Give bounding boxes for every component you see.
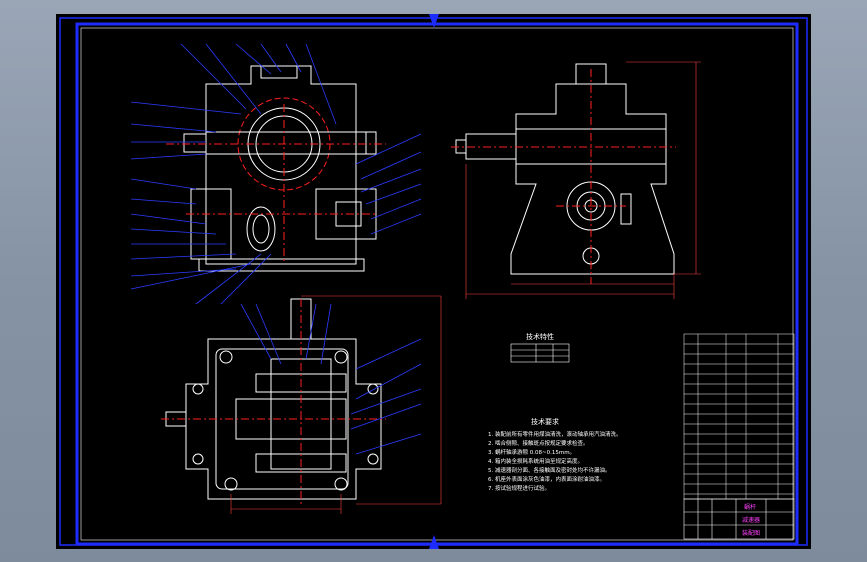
triangle-marker-icon [429, 535, 439, 549]
triangle-marker-icon [429, 14, 439, 28]
technical-requirement-line: 7. 按试验规程进行试验。 [488, 484, 550, 492]
technical-requirement-line: 4. 箱内装全损耗系统用油至规定高度。 [488, 457, 583, 465]
title-block: 蜗杆 减速器 装配图 [683, 498, 795, 540]
technical-requirement-line: 2. 啮合侧隙、接触斑点按规定要求检查。 [488, 439, 589, 447]
side-view-dimensions [465, 61, 701, 299]
front-view-leaders [130, 43, 422, 305]
side-view [451, 63, 676, 284]
technical-requirement-line: 3. 蜗杆轴承游隙 0.08~0.15mm。 [488, 448, 575, 456]
sheet-frame [59, 17, 808, 546]
inner-frame-line [80, 27, 794, 541]
title-block-row1: 蜗杆 [744, 503, 756, 511]
assembly-drawing: 技术特性 技术要求 1. 装配前所有零件用煤油清洗，滚动轴承用汽油清洗。 2. … [59, 14, 808, 549]
parts-list [683, 333, 795, 500]
technical-requirement-line: 6. 机座外表面涂灰色油漆，内表面涂耐油油漆。 [488, 475, 605, 483]
technical-requirement-line: 5. 减速器剖分面、各接触面及密封处均不许漏油。 [488, 466, 611, 474]
frame-markers [429, 14, 439, 549]
spec-table-title: 技术特性 [526, 332, 554, 341]
technical-requirement-line: 1. 装配前所有零件用煤油清洗，滚动轴承用汽油清洗。 [488, 430, 622, 438]
drawing-canvas[interactable]: 技术特性 技术要求 1. 装配前所有零件用煤油清洗，滚动轴承用汽油清洗。 2. … [56, 14, 811, 549]
plan-view-dimensions [230, 295, 442, 514]
inner-frame [75, 22, 799, 546]
plan-view-leaders [240, 303, 422, 455]
plan-view [161, 298, 386, 504]
title-block-row2: 减速器 [742, 516, 760, 524]
title-block-row3: 装配图 [742, 529, 760, 537]
technical-requirements: 技术要求 1. 装配前所有零件用煤油清洗，滚动轴承用汽油清洗。 2. 啮合侧隙、… [488, 417, 622, 492]
technical-requirements-title: 技术要求 [531, 417, 559, 426]
spec-table: 技术特性 [510, 332, 570, 363]
front-section-view [166, 65, 386, 272]
outer-frame [59, 17, 808, 546]
